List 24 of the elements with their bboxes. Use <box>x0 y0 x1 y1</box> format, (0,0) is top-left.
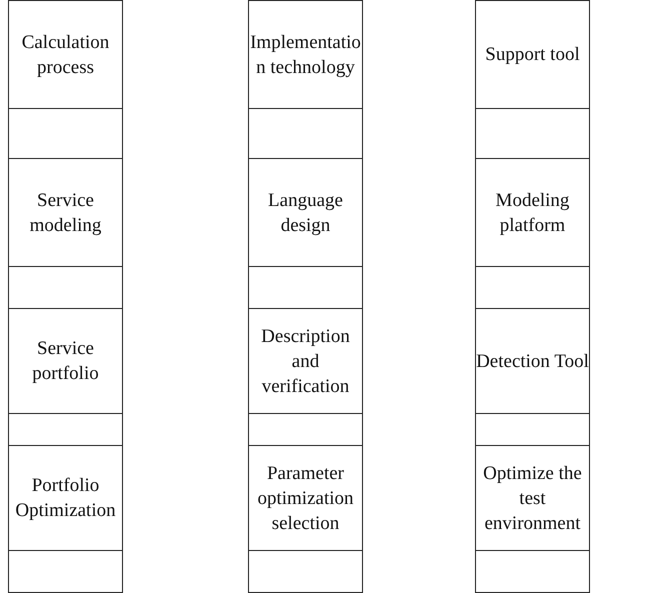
empty-cell <box>248 108 363 159</box>
empty-cell <box>8 266 123 309</box>
empty-cell <box>248 550 363 593</box>
category-cell: Implementatio n technology <box>248 0 363 109</box>
empty-cell <box>8 413 123 446</box>
empty-cell <box>475 413 590 446</box>
category-cell: Service modeling <box>8 158 123 267</box>
category-cell: Description and verification <box>248 308 363 414</box>
empty-cell <box>8 550 123 593</box>
category-cell: Service portfolio <box>8 308 123 414</box>
empty-cell <box>475 550 590 593</box>
category-cell: Parameter optimization selection <box>248 445 363 551</box>
category-cell: Optimize the test environment <box>475 445 590 551</box>
empty-cell <box>248 266 363 309</box>
category-cell: Portfolio Optimization <box>8 445 123 551</box>
category-cell: Calculation process <box>8 0 123 109</box>
empty-cell <box>475 108 590 159</box>
category-cell: Language design <box>248 158 363 267</box>
empty-cell <box>8 108 123 159</box>
category-cell: Support tool <box>475 0 590 109</box>
empty-cell <box>475 266 590 309</box>
empty-cell <box>248 413 363 446</box>
category-cell: Modeling platform <box>475 158 590 267</box>
category-cell: Detection Tool <box>475 308 590 414</box>
